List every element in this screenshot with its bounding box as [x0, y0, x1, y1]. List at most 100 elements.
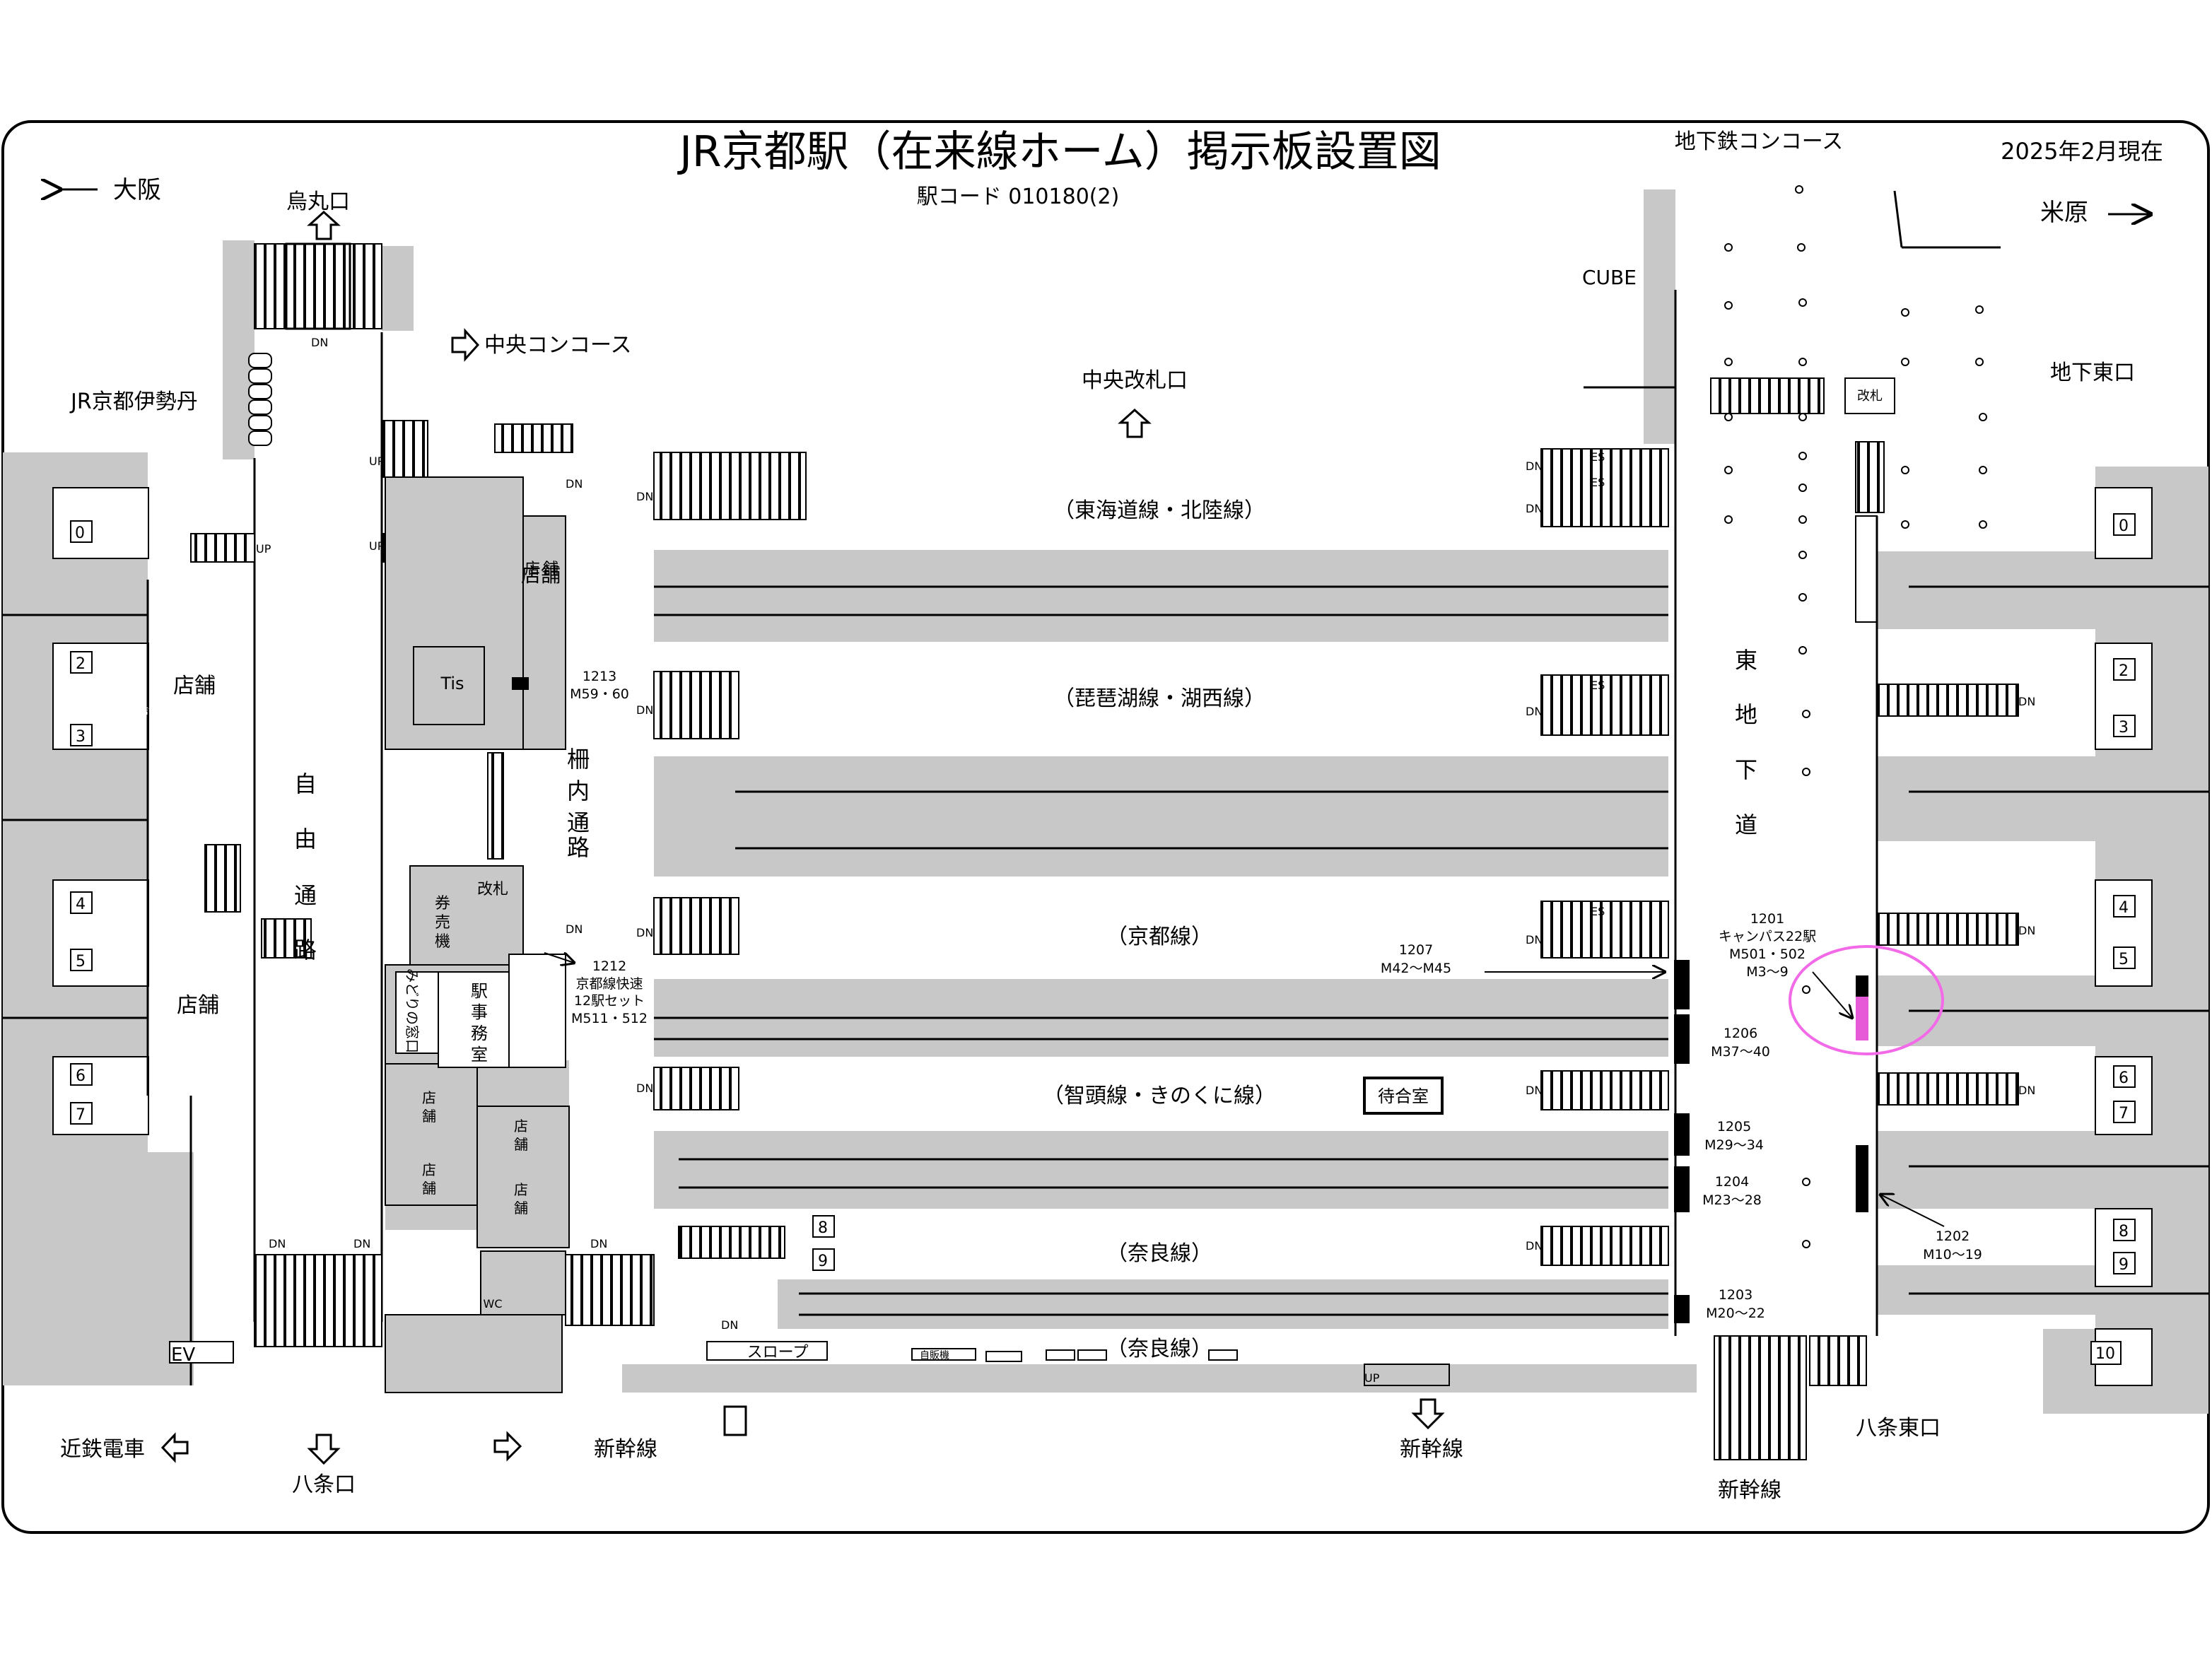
svg-text:DN: DN — [1526, 933, 1543, 946]
svg-text:UP: UP — [256, 542, 271, 556]
highlight-board-1201 — [1856, 997, 1868, 1040]
waiting-room: 待合室 — [1363, 1077, 1444, 1115]
svg-text:店: 店 — [422, 1161, 436, 1178]
board-1213: 1213 M59・60 — [570, 669, 629, 702]
svg-text:舗: 舗 — [422, 1180, 436, 1197]
platform-num-left-2: 2 — [76, 655, 86, 673]
free-passage-outline — [146, 332, 383, 1385]
shinkansen-label-1: 新幹線 — [594, 1437, 657, 1462]
station-code: 駅コード 010180(2) — [917, 184, 1120, 209]
svg-text:DN: DN — [1526, 1239, 1543, 1253]
svg-text:室: 室 — [471, 1045, 488, 1065]
platform-num-right-8: 8 — [2119, 1223, 2129, 1241]
svg-text:店: 店 — [514, 1181, 528, 1198]
platform-numbers-center: 8 9 — [812, 1215, 835, 1271]
board-1201: 1201 キャンパス22駅 M501・502 M3〜9 — [1719, 911, 1816, 980]
svg-text:1213: 1213 — [583, 669, 616, 684]
kintetsu-label: 近鉄電車 — [60, 1437, 145, 1462]
svg-text:M501・502: M501・502 — [1729, 946, 1806, 962]
svg-text:DN: DN — [590, 1237, 607, 1250]
svg-text:店: 店 — [422, 1089, 436, 1106]
line-kyoto: （京都線） — [1106, 925, 1212, 949]
column-dots — [1724, 185, 1987, 1248]
platform-num-right-7: 7 — [2119, 1105, 2129, 1122]
central-escalators — [653, 377, 2019, 1460]
svg-text:道: 道 — [1735, 811, 1757, 838]
shop-label-small: 店舗 — [140, 706, 157, 716]
svg-text:1201: 1201 — [1750, 911, 1784, 927]
svg-text:UP: UP — [369, 539, 385, 553]
platform-num-center-8: 8 — [818, 1219, 828, 1237]
direction-labels: 大阪 米原 烏丸口 中央コンコース 中央改札口 JR京都伊勢丹 CUBE 地下東… — [60, 176, 2135, 1503]
ticket-machine-label: 券 売 機 — [435, 895, 450, 951]
platform-num-right-6: 6 — [2119, 1069, 2129, 1087]
svg-text:1212: 1212 — [592, 959, 626, 974]
svg-text:1204: 1204 — [1715, 1174, 1749, 1190]
wc-label: WC — [484, 1297, 503, 1311]
svg-text:M23〜28: M23〜28 — [1702, 1192, 1762, 1208]
platform-num-right-0: 0 — [2119, 517, 2129, 535]
svg-text:自: 自 — [294, 770, 317, 797]
highlight-circle — [1789, 945, 1944, 1055]
shop-label-3: 店舗 — [521, 563, 561, 587]
hachijo-exit-label: 八条口 — [292, 1472, 356, 1497]
hachijo-east-exit-label: 八条東口 — [1856, 1416, 1941, 1441]
platform-num-left-4: 4 — [76, 896, 86, 913]
subway-concourse-label: 地下鉄コンコース — [1675, 129, 1844, 154]
board-1203: 1203 M20〜22 — [1706, 1287, 1765, 1321]
platforms — [3, 488, 2095, 1329]
svg-text:DN: DN — [721, 1318, 738, 1332]
isetan-column — [248, 353, 272, 446]
svg-text:M42〜M45: M42〜M45 — [1381, 961, 1451, 976]
svg-text:売: 売 — [435, 914, 450, 932]
svg-text:DN: DN — [636, 926, 653, 939]
svg-text:DN: DN — [1526, 1084, 1543, 1097]
bottom-structures — [169, 1341, 1450, 1436]
svg-text:ES: ES — [1591, 476, 1605, 489]
map-title: JR京都駅（在来線ホーム）掲示板設置図 — [677, 127, 1441, 177]
central-gate-label: 中央改札口 — [1082, 368, 1188, 393]
svg-text:舗: 舗 — [514, 1136, 528, 1153]
header-texts: JR京都駅（在来線ホーム）掲示板設置図 駅コード 010180(2) 2025年… — [677, 127, 2163, 209]
isetan-label: JR京都伊勢丹 — [69, 389, 198, 414]
shop-label-5: 店 舗 — [422, 1161, 436, 1197]
line-biwako: （琵琶湖線・湖西線） — [1053, 686, 1265, 711]
svg-text:柵: 柵 — [567, 746, 590, 773]
svg-text:地: 地 — [1735, 701, 1757, 728]
central-concourse-label: 中央コンコース — [484, 333, 632, 358]
line-nara-1: （奈良線） — [1106, 1241, 1212, 1266]
svg-text:1206: 1206 — [1724, 1026, 1757, 1041]
svg-text:1205: 1205 — [1717, 1119, 1751, 1135]
board-1205: 1205 M29〜34 — [1704, 1119, 1764, 1153]
as-of-date: 2025年2月現在 — [2001, 138, 2163, 165]
east-gate-bars — [1844, 377, 1895, 623]
svg-text:下: 下 — [1735, 756, 1757, 783]
svg-text:DN: DN — [1526, 705, 1543, 718]
platform-num-left-7: 7 — [76, 1106, 86, 1124]
waiting-room-label: 待合室 — [1378, 1086, 1429, 1106]
area-labels: 店舗 店舗 店舗 Tis 改札 改札 WC スロープ 自販機 みどりの窓口 券 … — [140, 389, 1883, 1361]
svg-text:1203: 1203 — [1719, 1287, 1752, 1303]
svg-text:12駅セット: 12駅セット — [574, 993, 645, 1009]
svg-text:M29〜34: M29〜34 — [1704, 1137, 1764, 1153]
line-labels: （東海道線・北陸線） （琵琶湖線・湖西線） （京都線） （智頭線・きのくに線） … — [1043, 498, 1276, 1361]
platform-num-left-6: 6 — [76, 1067, 86, 1085]
platform-num-right-4: 4 — [2119, 899, 2129, 917]
platform-num-right-9: 9 — [2119, 1256, 2129, 1274]
platform-num-left-3: 3 — [76, 728, 86, 746]
svg-text:京都線快速: 京都線快速 — [575, 976, 643, 992]
svg-text:店: 店 — [525, 561, 540, 578]
svg-text:1202: 1202 — [1936, 1229, 1970, 1244]
ev-label: EV — [171, 1344, 195, 1366]
board-markers — [512, 677, 1868, 1323]
board-1202: 1202 M10〜19 — [1923, 1229, 1982, 1262]
slope-label: スロープ — [747, 1344, 809, 1361]
svg-text:DN: DN — [636, 490, 653, 503]
line-nara-2: （奈良線） — [1106, 1337, 1212, 1361]
station-office-label: 駅 事 務 室 — [471, 981, 488, 1065]
gate-east-label: 改札 — [1857, 389, 1883, 404]
svg-text:DN: DN — [636, 1081, 653, 1095]
shop-label-2: 店舗 — [177, 993, 219, 1018]
svg-text:DN: DN — [269, 1237, 286, 1250]
svg-text:事: 事 — [471, 1002, 488, 1022]
